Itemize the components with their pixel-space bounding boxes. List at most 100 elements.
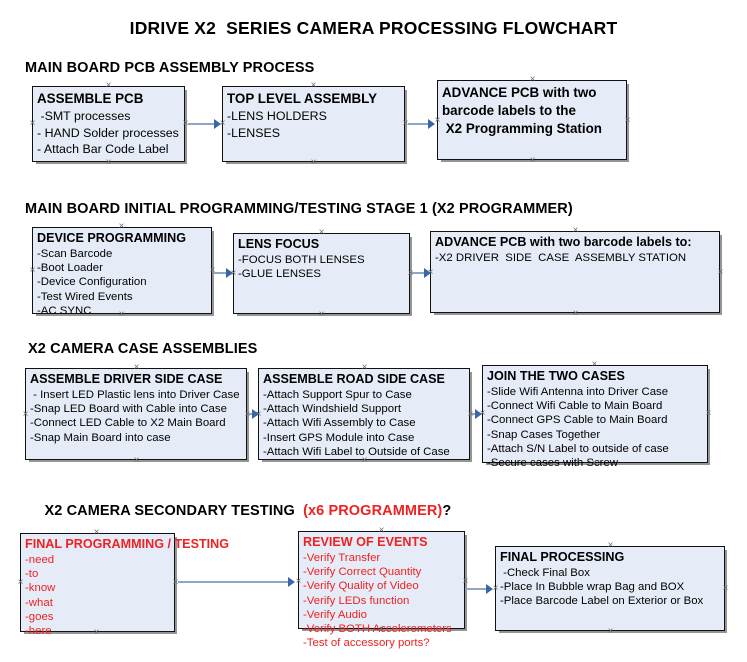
connection-handle-bottom[interactable] <box>132 456 141 465</box>
connection-handle-bottom[interactable] <box>360 456 369 465</box>
box-assemble-driver-side-case[interactable]: ASSEMBLE DRIVER SIDE CASE - Insert LED P… <box>25 368 247 460</box>
connection-handle-top[interactable] <box>117 222 126 231</box>
box-line-overflow: -Test of accessory ports? <box>303 637 430 650</box>
connection-handle-bottom[interactable] <box>606 627 615 636</box>
box-line: - Attach Bar Code Label <box>37 142 169 156</box>
connection-handle-right[interactable] <box>716 268 725 277</box>
box-line: -Scan Barcode <box>37 248 113 260</box>
box-line: -Secure cases with Screw <box>487 457 619 470</box>
box-line: -Verify Audio <box>303 608 367 621</box>
box-line: -Snap Main Board into case <box>30 431 171 444</box>
connection-handle-top[interactable] <box>132 363 141 372</box>
box-top-level-assembly[interactable]: TOP LEVEL ASSEMBLY -LENS HOLDERS -LENSES <box>222 86 405 162</box>
connector-arrow <box>226 268 233 278</box>
connection-handle-top[interactable] <box>528 75 537 84</box>
connection-handle-top[interactable] <box>360 363 369 372</box>
box-line: -LENSES <box>227 125 281 140</box>
section-heading-main-board-initial-programming: MAIN BOARD INITIAL PROGRAMMING/TESTING S… <box>25 201 573 217</box>
box-final-programming-testing[interactable]: FINAL PROGRAMMING / TESTING -need -to -k… <box>20 533 230 637</box>
box-line: -SMT processes <box>37 109 131 123</box>
box-line: - HAND Solder processes <box>37 125 179 140</box>
box-final-processing[interactable]: FINAL PROCESSING -Check Final Box -Place… <box>495 546 725 631</box>
connection-handle-top[interactable] <box>104 81 113 90</box>
connection-handle-top[interactable] <box>309 81 318 90</box>
connection-handle-bottom[interactable] <box>117 310 126 319</box>
connector-line <box>178 581 290 583</box>
connection-handle-bottom[interactable] <box>92 628 101 637</box>
box-join-the-two-cases[interactable]: JOIN THE TWO CASES -Slide Wifi Antenna i… <box>482 365 708 469</box>
connection-handle-bottom[interactable] <box>528 156 537 165</box>
connection-handle-left[interactable] <box>28 266 37 275</box>
connector-arrow <box>252 409 259 419</box>
connection-handle-top[interactable] <box>317 228 326 237</box>
section-heading-accent-tail: ? <box>442 503 452 519</box>
box-line: -Snap LED Board with Cable into Case <box>30 403 227 416</box>
connector-line <box>188 123 216 125</box>
box-line: -need <box>25 554 55 566</box>
box-review-of-events[interactable]: REVIEW OF EVENTS -Verify Transfer -Verif… <box>298 531 465 649</box>
box-line: - Insert LED Plastic lens into Driver Ca… <box>30 389 240 401</box>
box-title: FINAL PROGRAMMING / TESTING <box>25 537 230 551</box>
connection-handle-top[interactable] <box>590 360 599 369</box>
box-line: -Connect LED Cable to X2 Main Board <box>30 417 226 430</box>
connector-line <box>214 272 228 274</box>
connection-handle-top[interactable] <box>377 526 386 535</box>
connection-handle-top[interactable] <box>606 541 615 550</box>
box-line: -Snap Cases Together <box>487 428 601 441</box>
box-title: ADVANCE PCB with two <box>442 85 597 100</box>
box-line: -Place Barcode Label on Exterior or Box <box>500 595 704 608</box>
connection-handle-left[interactable] <box>28 119 37 128</box>
page-title: IDRIVE X2 SERIES CAMERA PROCESSING FLOWC… <box>129 18 618 38</box>
connection-handle-right[interactable] <box>623 116 632 125</box>
box-title: DEVICE PROGRAMMING <box>37 231 187 245</box>
box-line: -LENS HOLDERS <box>227 109 327 123</box>
box-assemble-pcb[interactable]: ASSEMBLE PCB -SMT processes - HAND Solde… <box>32 86 185 162</box>
connection-handle-top[interactable] <box>571 226 580 235</box>
connection-handle-left[interactable] <box>294 577 303 586</box>
connection-handle-right[interactable] <box>461 577 470 586</box>
box-line: -X2 DRIVER SIDE CASE ASSEMBLY STATION <box>435 252 687 264</box>
connection-handle-left[interactable] <box>16 578 25 587</box>
box-assemble-road-side-case[interactable]: ASSEMBLE ROAD SIDE CASE -Attach Support … <box>258 368 470 460</box>
connection-handle-bottom[interactable] <box>590 459 599 468</box>
box-line: -here <box>25 625 52 638</box>
box-line: X2 Programming Station <box>442 121 602 136</box>
box-line: -Verify Transfer <box>303 552 381 564</box>
box-line: -goes <box>25 610 54 623</box>
section-heading-main-board-pcb-assembly: MAIN BOARD PCB ASSEMBLY PROCESS <box>25 60 315 76</box>
box-line: -Attach Wifi Assembly to Case <box>263 417 416 430</box>
connector-line <box>412 272 426 274</box>
box-advance-pcb-driver-side[interactable]: ADVANCE PCB with two barcode labels to: … <box>430 231 720 313</box>
connection-handle-right[interactable] <box>704 409 713 418</box>
connector-line <box>408 123 430 125</box>
connection-handle-bottom[interactable] <box>571 309 580 318</box>
connection-handle-bottom[interactable] <box>317 310 326 319</box>
connection-handle-left[interactable] <box>21 410 30 419</box>
box-line: -Test Wired Events <box>37 290 133 303</box>
box-line: -Place In Bubble wrap Bag and BOX <box>500 581 685 594</box>
box-line: -Verify BOTH Accelerometers <box>303 623 452 636</box>
connection-handle-right[interactable] <box>721 584 730 593</box>
connection-handle-bottom[interactable] <box>104 158 113 167</box>
connector-arrow <box>486 584 493 594</box>
connection-handle-top[interactable] <box>92 528 101 537</box>
box-line: -Device Configuration <box>37 276 147 289</box>
section-heading-main-text: X2 CAMERA SECONDARY TESTING <box>44 503 304 519</box>
box-advance-pcb-programming-station[interactable]: ADVANCE PCB with two barcode labels to t… <box>437 80 627 160</box>
box-line: -Connect GPS Cable to Main Board <box>487 414 668 427</box>
box-title: JOIN THE TWO CASES <box>487 369 625 383</box>
box-line: -Attach S/N Label to outside of case <box>487 442 669 455</box>
connection-handle-bottom[interactable] <box>309 158 318 167</box>
box-line: -Verify Quality of Video <box>303 580 419 593</box>
box-device-programming[interactable]: DEVICE PROGRAMMING -Scan Barcode -Boot L… <box>32 227 212 317</box>
box-line: -Insert GPS Module into Case <box>263 431 415 444</box>
box-title: ADVANCE PCB with two barcode labels to: <box>435 235 692 249</box>
connector-arrow <box>288 577 295 587</box>
box-title: ASSEMBLE ROAD SIDE CASE <box>263 372 445 386</box>
connection-handle-bottom[interactable] <box>377 625 386 634</box>
box-line: barcode labels to the <box>442 103 576 118</box>
connector-arrow <box>475 409 482 419</box>
section-heading-accent-text: (x6 PROGRAMMER) <box>303 503 443 519</box>
box-lens-focus[interactable]: LENS FOCUS -FOCUS BOTH LENSES -GLUE LENS… <box>233 233 410 314</box>
